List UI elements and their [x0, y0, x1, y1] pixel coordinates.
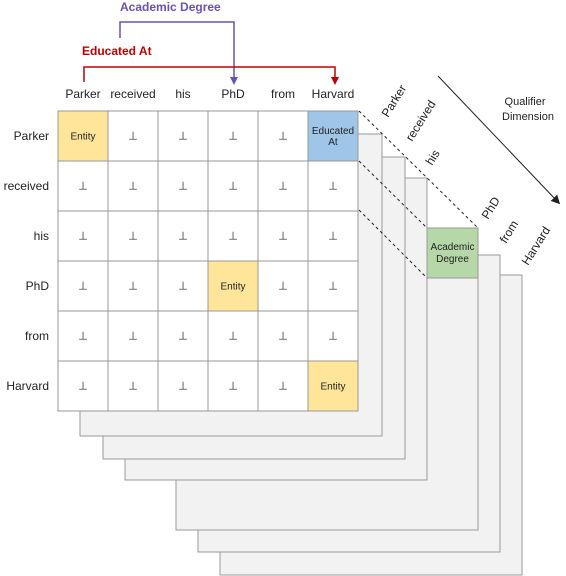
empty-cell-symbol: ⊥ — [228, 331, 238, 343]
qualifier-token-from: from — [497, 218, 522, 246]
empty-cell-symbol: ⊥ — [178, 281, 188, 293]
matrix-cell-label-educated-at: Educated — [312, 126, 354, 137]
empty-cell-symbol: ⊥ — [178, 231, 188, 243]
matrix-cell — [107, 110, 159, 162]
matrix-cell — [57, 310, 109, 362]
empty-cell-symbol: ⊥ — [128, 131, 138, 143]
empty-cell-symbol: ⊥ — [328, 231, 338, 243]
column-header-from: from — [271, 87, 295, 101]
empty-cell-symbol: ⊥ — [228, 381, 238, 393]
empty-cell-symbol: ⊥ — [228, 231, 238, 243]
matrix-cell — [257, 360, 309, 412]
academic-degree-label: Academic Degree — [120, 0, 221, 14]
matrix-cell-label-entity: Entity — [220, 282, 245, 293]
row-header-from: from — [25, 329, 49, 343]
empty-cell-symbol: ⊥ — [178, 331, 188, 343]
qualifier-token-phd: PhD — [479, 194, 503, 221]
empty-cell-symbol: ⊥ — [128, 331, 138, 343]
matrix-cell — [257, 310, 309, 362]
row-header-harvard: Harvard — [6, 379, 49, 393]
matrix-cell — [157, 210, 209, 262]
matrix-cell — [257, 110, 309, 162]
educated-at-label: Educated At — [82, 44, 152, 58]
matrix-cell — [207, 160, 259, 212]
empty-cell-symbol: ⊥ — [278, 131, 288, 143]
matrix-cell — [157, 360, 209, 412]
qualifier-cell — [426, 227, 479, 279]
matrix-cell — [307, 260, 359, 312]
matrix-cell-label-educated-at: At — [328, 137, 338, 148]
empty-cell-symbol: ⊥ — [178, 381, 188, 393]
qualifier-dimension-label-line2: Dimension — [502, 111, 554, 123]
empty-cell-symbol: ⊥ — [228, 131, 238, 143]
empty-cell-symbol: ⊥ — [278, 181, 288, 193]
matrix-cell — [157, 260, 209, 312]
empty-cell-symbol: ⊥ — [178, 131, 188, 143]
column-header-parker: Parker — [65, 87, 100, 101]
matrix-cell — [257, 260, 309, 312]
matrix-cell-label-entity: Entity — [70, 132, 95, 143]
matrix-cell — [57, 110, 109, 162]
empty-cell-symbol: ⊥ — [128, 281, 138, 293]
matrix-cell — [307, 110, 359, 162]
matrix-cell — [307, 210, 359, 262]
qualifier-token-parker: Parker — [379, 82, 410, 119]
empty-cell-symbol: ⊥ — [278, 331, 288, 343]
row-header-his: his — [34, 229, 49, 243]
qualifier-dimension-arrow — [437, 75, 561, 205]
empty-cell-symbol: ⊥ — [278, 381, 288, 393]
empty-cell-symbol: ⊥ — [278, 231, 288, 243]
column-header-received: received — [110, 87, 155, 101]
empty-cell-symbol: ⊥ — [178, 181, 188, 193]
empty-cell-symbol: ⊥ — [78, 231, 88, 243]
column-header-his: his — [175, 87, 190, 101]
matrix-cell — [257, 160, 309, 212]
qualifier-token-harvard: Harvard — [519, 224, 553, 268]
empty-cell-symbol: ⊥ — [328, 281, 338, 293]
qualifier-token-received: received — [403, 98, 439, 144]
column-headers: Parker received his PhD from Harvard — [65, 87, 354, 101]
empty-cell-symbol: ⊥ — [228, 181, 238, 193]
matrix-cell — [107, 210, 159, 262]
row-header-received: received — [4, 179, 49, 193]
empty-cell-symbol: ⊥ — [328, 331, 338, 343]
qualifier-dimension-label-line1: Qualifier — [505, 96, 546, 108]
academic-degree-arrow — [119, 21, 238, 85]
empty-cell-symbol: ⊥ — [128, 231, 138, 243]
matrix-cell — [207, 360, 259, 412]
empty-cell-symbol: ⊥ — [128, 381, 138, 393]
matrix-cell — [307, 360, 359, 412]
row-header-parker: Parker — [14, 129, 49, 143]
matrix-cell — [257, 210, 309, 262]
matrix-cell — [207, 210, 259, 262]
matrix-cell — [307, 160, 359, 212]
column-header-harvard: Harvard — [312, 87, 355, 101]
empty-cell-symbol: ⊥ — [328, 181, 338, 193]
column-header-phd: PhD — [221, 87, 245, 101]
matrix-cell — [57, 360, 109, 412]
matrix-cell — [307, 310, 359, 362]
empty-cell-symbol: ⊥ — [78, 381, 88, 393]
qualifier-token-his: his — [423, 147, 443, 167]
empty-cell-symbol: ⊥ — [78, 181, 88, 193]
matrix-cell — [107, 310, 159, 362]
matrix-cell — [157, 110, 209, 162]
empty-cell-symbol: ⊥ — [278, 281, 288, 293]
educated-at-arrow — [83, 66, 339, 85]
empty-cell-symbol: ⊥ — [78, 331, 88, 343]
empty-cell-symbol: ⊥ — [128, 181, 138, 193]
matrix-cell — [107, 160, 159, 212]
matrix-cell — [157, 160, 209, 212]
empty-cell-symbol: ⊥ — [78, 281, 88, 293]
dashed-guides — [358, 110, 479, 279]
matrix-cell — [107, 260, 159, 312]
row-header-phd: PhD — [26, 279, 50, 293]
matrix-cell-label-entity: Entity — [320, 382, 345, 393]
